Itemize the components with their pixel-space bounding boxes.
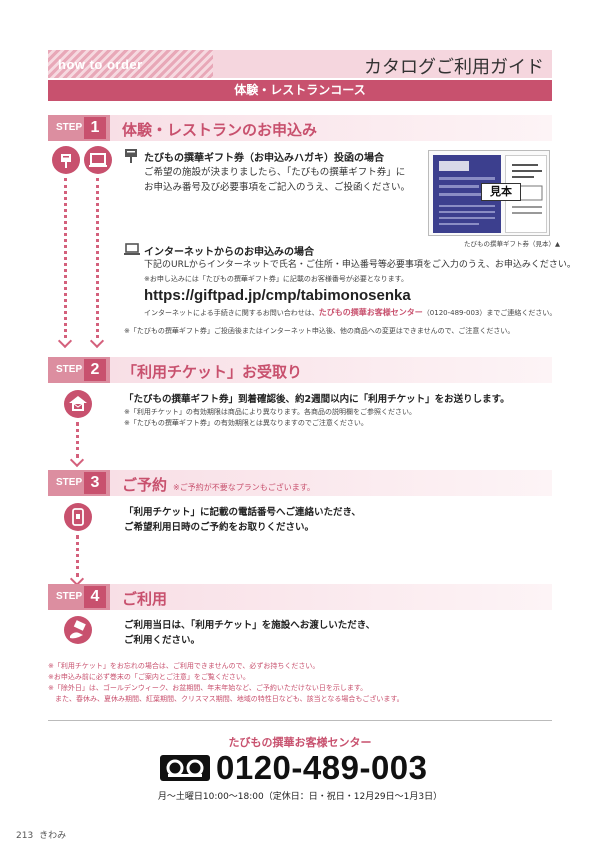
internet-note: ※お申し込みには「たびもの撰華ギフト券」に記載のお客様番号が必要となります。 [144,275,408,283]
header-stripe [48,50,213,78]
step-title: 体験・レストランのお申込み [122,121,318,139]
step2-note-2: ※「たびもの撰華ギフト券」の有効期限とは異なりますのでご注意ください。 [124,419,368,427]
inquiry-pre: インターネットによる手続きに関するお問い合わせは、 [144,309,319,317]
chevron-down-icon [57,333,73,349]
divider [48,720,552,721]
step-bar-fill [110,357,552,383]
step-title: ご利用 [122,590,168,608]
flow-dotted-line [64,178,67,338]
step3-note: ※ご予約が不要なプランもございます。 [173,483,315,492]
page-footer: 213 きわみ [16,828,66,841]
footnote: ※「除外日」は、ゴールデンウィーク、お盆期間、年末年始など、ご予約いただけない日… [48,684,368,692]
home-mail-icon [64,390,92,418]
section-name: きわみ [39,831,67,841]
step2-bar: STEP 2 「利用チケット」お受取り [48,357,552,383]
step-title-text: ご予約 [122,476,168,494]
customer-center-title: たびもの撰華お客様センター [228,736,372,749]
step2-note-1: ※「利用チケット」の有効期限は商品により異なります。各商品の説明欄をご参照くださ… [124,408,417,416]
internet-heading: インターネットからのお申込みの場合 [144,247,314,258]
footnote: ※お申込み前に必ず巻末の「ご案内とご注意」をご覧ください。 [48,673,250,681]
step4-bar: STEP 4 ご利用 [48,584,552,610]
footnote: また、春休み、夏休み期間、紅葉期間、クリスマス期間、地域の特性日なども、該当とな… [48,695,404,703]
flow-dotted-line [76,535,79,577]
step4-text-1: ご利用当日は、「利用チケット」を施設へお渡しいただき、 [124,620,376,631]
laptop-icon [124,242,140,261]
customer-phone-number[interactable]: 0120-489-003 [216,749,428,786]
chevron-down-icon [69,452,85,468]
freedial-icon [160,755,210,781]
course-bar: 体験・レストランコース [48,80,552,101]
flow-dotted-line [96,178,99,338]
step-bar-fill [110,470,552,496]
phone-icon [64,503,92,531]
step-bar-fill [110,115,552,141]
change-note: ※「たびもの撰華ギフト券」ご投函後またはインターネット申込後、他の商品への変更は… [124,327,515,335]
step-title: ご予約 ※ご予約が不要なプランもございます。 [122,474,315,495]
gift-ticket-sample-image: 見本 [428,150,550,236]
step-number: 1 [84,117,106,139]
step3-text-2: ご希望利用日時のご予約をお取りください。 [124,522,315,533]
page-title: カタログご利用ガイド [364,57,544,78]
computer-icon [84,146,112,174]
step3-bar: STEP 3 ご予約※ご予約が不要なプランもございます。 [48,470,552,496]
step4-text-2: ご利用ください。 [124,635,201,646]
business-hours: 月〜土曜日10:00〜18:00（定休日：日・祝日・12月29日〜1月3日） [157,792,443,802]
step1-bar: STEP 1 体験・レストランのお申込み [48,115,552,141]
application-url[interactable]: https://giftpad.jp/cmp/tabimonosenka [144,287,411,304]
mailbox-icon [52,146,80,174]
ticket-back [505,155,547,233]
footnote: ※「利用チケット」をお忘れの場合は、ご利用できませんので、必ずお持ちください。 [48,662,320,670]
step2-text: 「たびもの撰華ギフト券」到着確認後、約2週間以内に「利用チケット」をお送りします… [124,394,510,405]
step-title: 「利用チケット」お受取り [122,363,303,381]
postbox-icon [124,148,138,168]
postcard-text-2: お申込み番号及び必要事項をご記入のうえ、ご投函ください。 [144,182,411,193]
step-number: 3 [84,472,106,494]
postcard-text-1: ご希望の施設が決まりましたら、「たびもの撰華ギフト券」に [144,167,406,178]
chevron-down-icon [89,333,105,349]
step-bar-fill [110,584,552,610]
step3-text-1: 「利用チケット」に記載の電話番号へご連絡いただき、 [124,507,361,518]
catalog-caption: たびもの撰華ギフト券（見本）▲ [464,240,560,248]
how-to-order-tag: how to order [58,57,143,72]
step-number: 4 [84,586,106,608]
flow-dotted-line [76,422,79,458]
page-number: 213 [16,831,34,841]
inquiry-line: インターネットによる手続きに関するお問い合わせは、たびもの撰華お客様センター（0… [144,307,556,319]
internet-text: 下記のURLからインターネットで氏名・ご住所・申込番号等必要事項をご入力のうえ、… [144,260,576,270]
inquiry-center: たびもの撰華お客様センター [318,308,423,317]
inquiry-post: （0120-489-003）までご連絡ください。 [422,309,557,317]
ticket-hand-icon [64,616,92,644]
postcard-heading: たびもの撰華ギフト券（お申込みハガキ）投函の場合 [144,153,384,164]
step-number: 2 [84,359,106,381]
sample-stamp: 見本 [481,183,521,201]
